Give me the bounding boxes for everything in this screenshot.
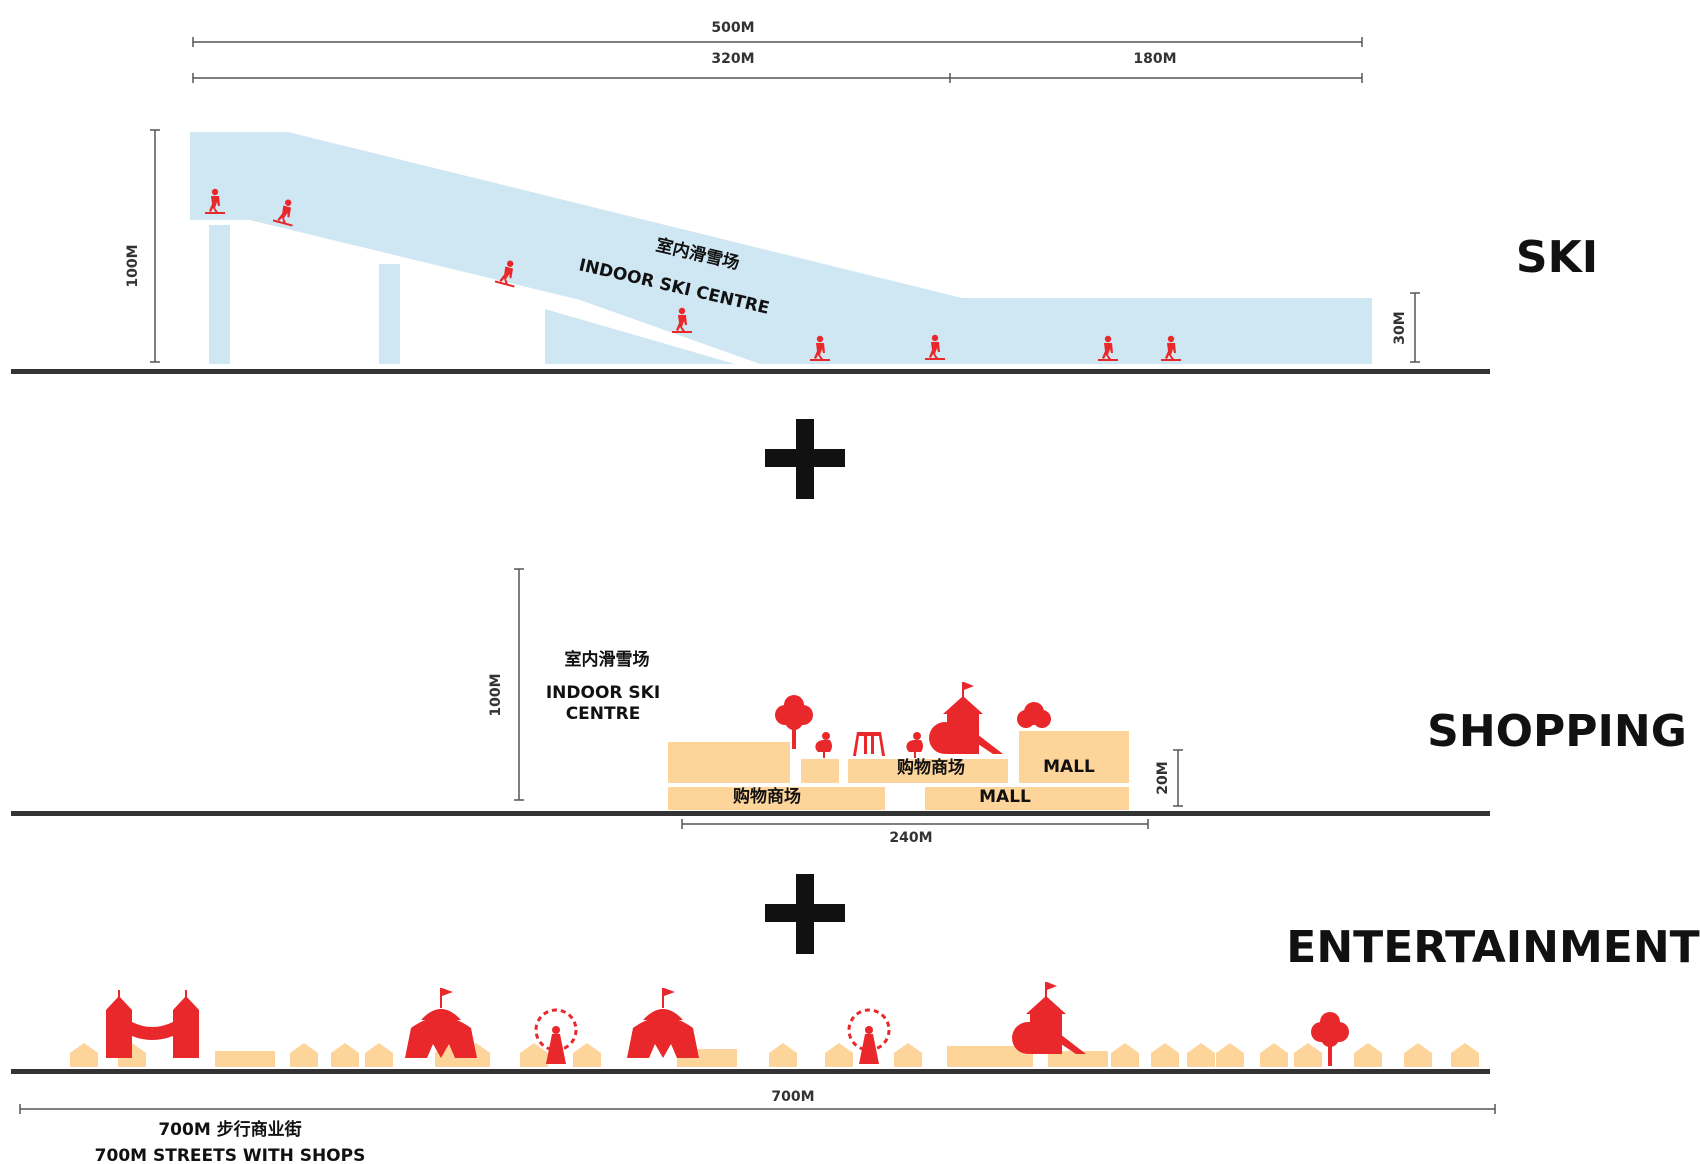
ski-label-cn: 室内滑雪场	[565, 649, 650, 670]
tree-icon	[1017, 702, 1051, 728]
tree-icon	[775, 695, 813, 749]
plus-icon	[765, 419, 845, 499]
dimension-width-label: 700M	[771, 1089, 814, 1105]
dimension-height-label: 100M	[488, 673, 504, 716]
circus-tent-icon	[405, 988, 477, 1058]
streets-caption-cn: 700M 步行商业街	[158, 1119, 301, 1140]
dimension-height	[150, 129, 160, 363]
castle-slide-icon	[1012, 982, 1086, 1054]
dimension-total	[192, 37, 1363, 47]
plus-icon	[765, 874, 845, 954]
ski-section: 500M 320M 180M 100M 30M	[11, 20, 1598, 374]
duck-icon	[815, 732, 832, 758]
ground-line	[11, 1069, 1490, 1074]
shop-buildings	[70, 1043, 1479, 1067]
circus-tent-icon	[627, 988, 699, 1058]
mall-label-en-lower: MALL	[979, 787, 1031, 807]
dimension-width	[681, 819, 1149, 829]
dimension-height-label: 100M	[125, 244, 141, 287]
dimension-total-label: 500M	[711, 20, 754, 36]
entertainment-section: ENTERTAINMENT	[11, 922, 1700, 1164]
ground-line	[11, 369, 1490, 374]
ski-label-en-line1: INDOOR SKI	[546, 683, 660, 703]
duck-icon	[906, 732, 923, 758]
dimension-split	[192, 73, 1363, 83]
castle-gate-icon	[106, 990, 199, 1058]
ferris-wheel-icon	[847, 1008, 891, 1066]
ground-line	[11, 811, 1490, 816]
dimension-mall-height	[1173, 749, 1183, 807]
shopping-section: 100M 室内滑雪场 INDOOR SKI CENTRE 购物商场 MALL 购…	[11, 568, 1687, 846]
ski-slope	[190, 132, 1372, 364]
dimension-width-label: 240M	[889, 830, 932, 846]
dimension-mall-height-label: 20M	[1155, 761, 1171, 794]
swing-icon	[853, 732, 885, 756]
dimension-left-label: 320M	[711, 51, 754, 67]
mall-blocks	[668, 731, 1129, 810]
dimension-right-label: 180M	[1133, 51, 1176, 67]
castle-slide-icon	[929, 682, 1003, 754]
entertainment-heading: ENTERTAINMENT	[1286, 922, 1699, 973]
mall-label-en-upper: MALL	[1043, 757, 1095, 777]
dimension-low-height	[1410, 292, 1420, 363]
dimension-height	[514, 568, 524, 801]
mall-label-cn-upper: 购物商场	[897, 757, 965, 778]
shopping-heading: SHOPPING	[1427, 706, 1687, 757]
dimension-width	[19, 1104, 1496, 1114]
mall-label-cn-lower: 购物商场	[733, 786, 801, 807]
streets-caption-en: 700M STREETS WITH SHOPS	[95, 1146, 366, 1164]
ski-label-en-line2: CENTRE	[566, 704, 641, 724]
ski-heading: SKI	[1516, 232, 1598, 283]
dimension-low-height-label: 30M	[1392, 311, 1408, 344]
